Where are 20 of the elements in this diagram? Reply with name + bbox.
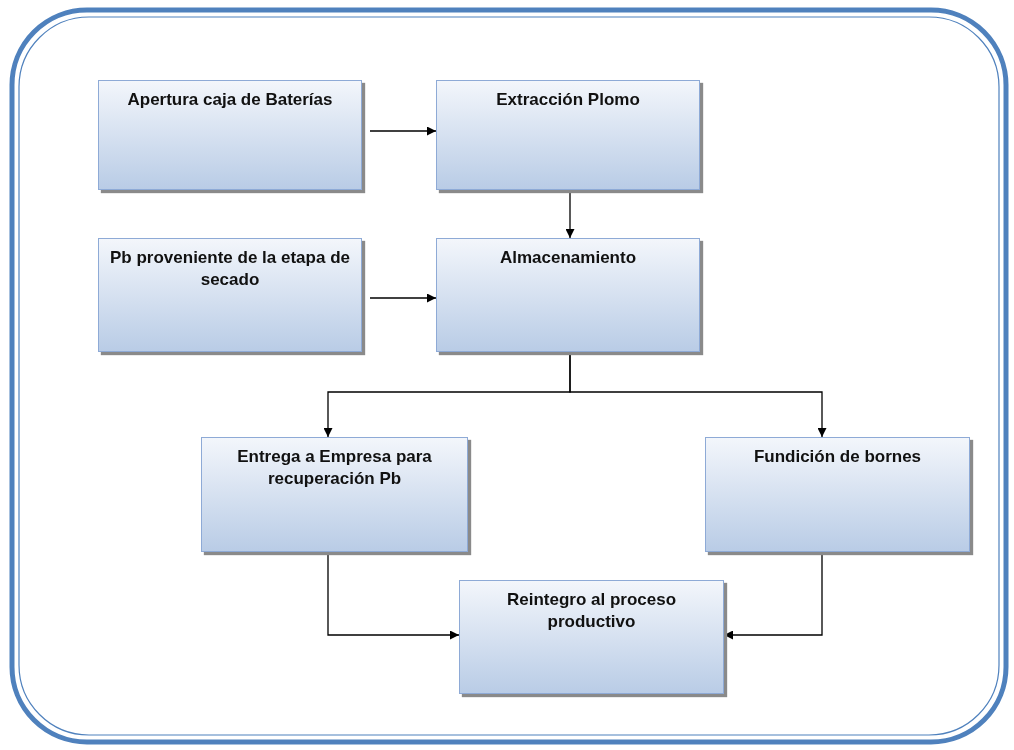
process-box <box>436 238 700 352</box>
arrow <box>569 351 827 438</box>
process-box <box>98 238 362 352</box>
box-label: Entrega a Empresa para recuperación Pb <box>236 446 433 491</box>
arrow <box>369 126 437 136</box>
box-label: Reintegro al proceso productivo <box>505 589 678 634</box>
box-label: Apertura caja de Baterías <box>126 89 334 111</box>
arrow <box>369 293 437 303</box>
arrow <box>723 551 823 640</box>
arrow <box>327 551 460 640</box>
box-label: Extracción Plomo <box>495 89 641 111</box>
process-box <box>705 437 970 552</box>
box-label: Pb proveniente de la etapa de secado <box>109 247 351 292</box>
process-box <box>201 437 468 552</box>
box-label: Fundición de bornes <box>752 446 923 468</box>
process-box <box>436 80 700 190</box>
box-label: Almacenamiento <box>498 247 637 269</box>
process-box <box>98 80 362 190</box>
arrow <box>565 189 575 239</box>
process-box <box>459 580 724 694</box>
